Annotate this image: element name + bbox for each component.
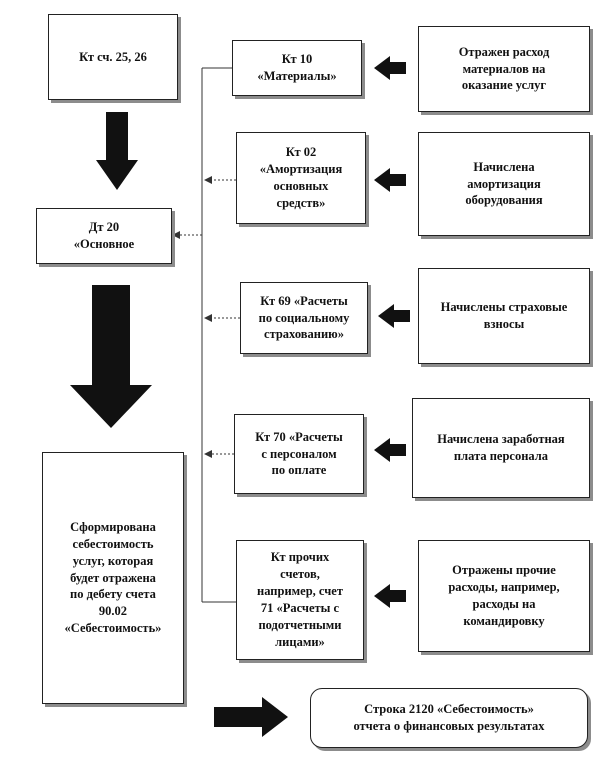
down-arrow-icon (96, 112, 138, 190)
debit-account-20-box: Дт 20 «Основное (36, 208, 172, 264)
operation-other-box: Отражены прочие расходы, например, расхо… (418, 540, 590, 652)
left-arrow-icon (374, 584, 406, 608)
account-kt10-box: Кт 10 «Материалы» (232, 40, 362, 96)
operation-materials-box: Отражен расход материалов на оказание ус… (418, 26, 590, 112)
operation-salary-box: Начислена заработная плата персонала (412, 398, 590, 498)
account-kt-other-box: Кт прочих счетов, например, счет 71 «Рас… (236, 540, 364, 660)
down-arrow-icon (70, 285, 152, 428)
right-arrow-icon (214, 697, 288, 737)
account-kt69-box: Кт 69 «Расчеты по социальному страховани… (240, 282, 368, 354)
arrowhead-kt02 (204, 176, 212, 184)
operation-insurance-box: Начислены страховые взносы (418, 268, 590, 364)
left-arrow-icon (374, 56, 406, 80)
left-arrow-icon (374, 168, 406, 192)
left-arrow-icon (378, 304, 410, 328)
arrowhead-to-dt20 (172, 231, 180, 239)
operation-depreciation-box: Начислена амортизация оборудования (418, 132, 590, 236)
result-cost-box: Сформирована себестоимость услуг, котора… (42, 452, 184, 704)
account-kt02-box: Кт 02 «Амортизация основных средств» (236, 132, 366, 224)
source-accounts-box: Кт сч. 25, 26 (48, 14, 178, 100)
arrowhead-kt69 (204, 314, 212, 322)
left-arrow-icon (374, 438, 406, 462)
arrowhead-kt70 (204, 450, 212, 458)
account-kt70-box: Кт 70 «Расчеты с персоналом по оплате (234, 414, 364, 494)
report-line-box: Строка 2120 «Себестоимость» отчета о фин… (310, 688, 588, 748)
